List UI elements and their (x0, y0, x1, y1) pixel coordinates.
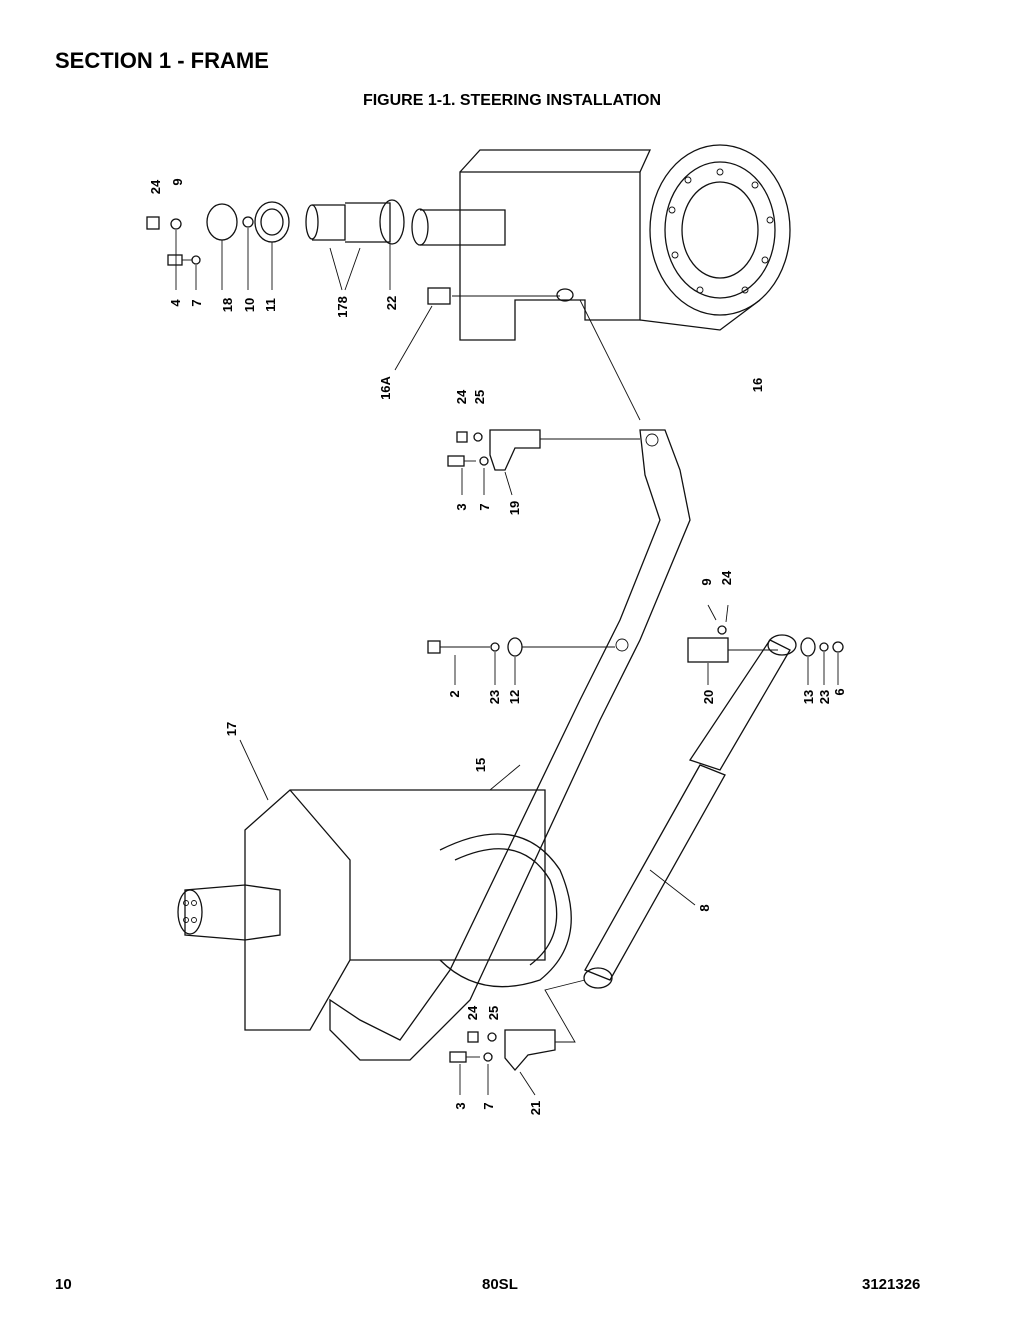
callout-24: 24 (465, 1005, 480, 1020)
pin-assembly-19 (447, 429, 640, 496)
callout-9: 9 (170, 178, 185, 185)
section-title: SECTION 1 - FRAME (55, 48, 269, 73)
callout-24: 24 (719, 570, 734, 585)
model-name: 80SL (482, 1276, 518, 1293)
cylinder-mount-hardware (427, 604, 844, 685)
pin-assembly-21 (449, 979, 586, 1096)
callout-12: 12 (507, 690, 522, 704)
callout-8: 8 (697, 904, 712, 911)
callout-24: 24 (454, 389, 469, 404)
callout-25: 25 (486, 1006, 501, 1020)
callout-3: 3 (454, 503, 469, 510)
callout-21: 21 (528, 1101, 543, 1115)
callout-7: 7 (477, 503, 492, 510)
callout-4: 4 (168, 299, 183, 307)
figure-title: FIGURE 1-1. STEERING INSTALLATION (362, 92, 662, 109)
callout-7: 7 (481, 1102, 496, 1109)
callout-19: 19 (507, 501, 522, 515)
bushing-16A (394, 287, 560, 371)
callout-17: 17 (224, 722, 239, 736)
callout-11: 11 (263, 298, 278, 312)
callout-13: 13 (801, 690, 816, 704)
callout-20: 20 (701, 690, 716, 704)
callout-6: 6 (832, 688, 847, 695)
callout-18: 18 (220, 298, 235, 312)
callout-7: 7 (189, 299, 204, 306)
callout-15: 15 (473, 758, 488, 772)
callout-3: 3 (453, 1102, 468, 1109)
callout-25: 25 (472, 390, 487, 404)
spindle-housing-16 (411, 144, 791, 341)
callout-10: 10 (242, 298, 257, 312)
page-number: 10 (55, 1276, 72, 1293)
tie-rod-15 (329, 299, 691, 1061)
callout-16: 16 (750, 378, 765, 392)
callout-2: 2 (447, 690, 462, 697)
callout-178: 178 (335, 296, 350, 318)
document-number: 3121326 (862, 1276, 921, 1293)
steer-cylinder-8 (583, 634, 797, 989)
callout-23: 23 (817, 690, 832, 704)
top-kingpin-stack (146, 199, 405, 291)
callout-24: 24 (148, 179, 163, 194)
callout-16A: 16A (378, 375, 393, 399)
callout-9: 9 (699, 578, 714, 585)
callout-22: 22 (384, 296, 399, 310)
axle-housing-17 (177, 739, 572, 1031)
callout-23: 23 (487, 690, 502, 704)
